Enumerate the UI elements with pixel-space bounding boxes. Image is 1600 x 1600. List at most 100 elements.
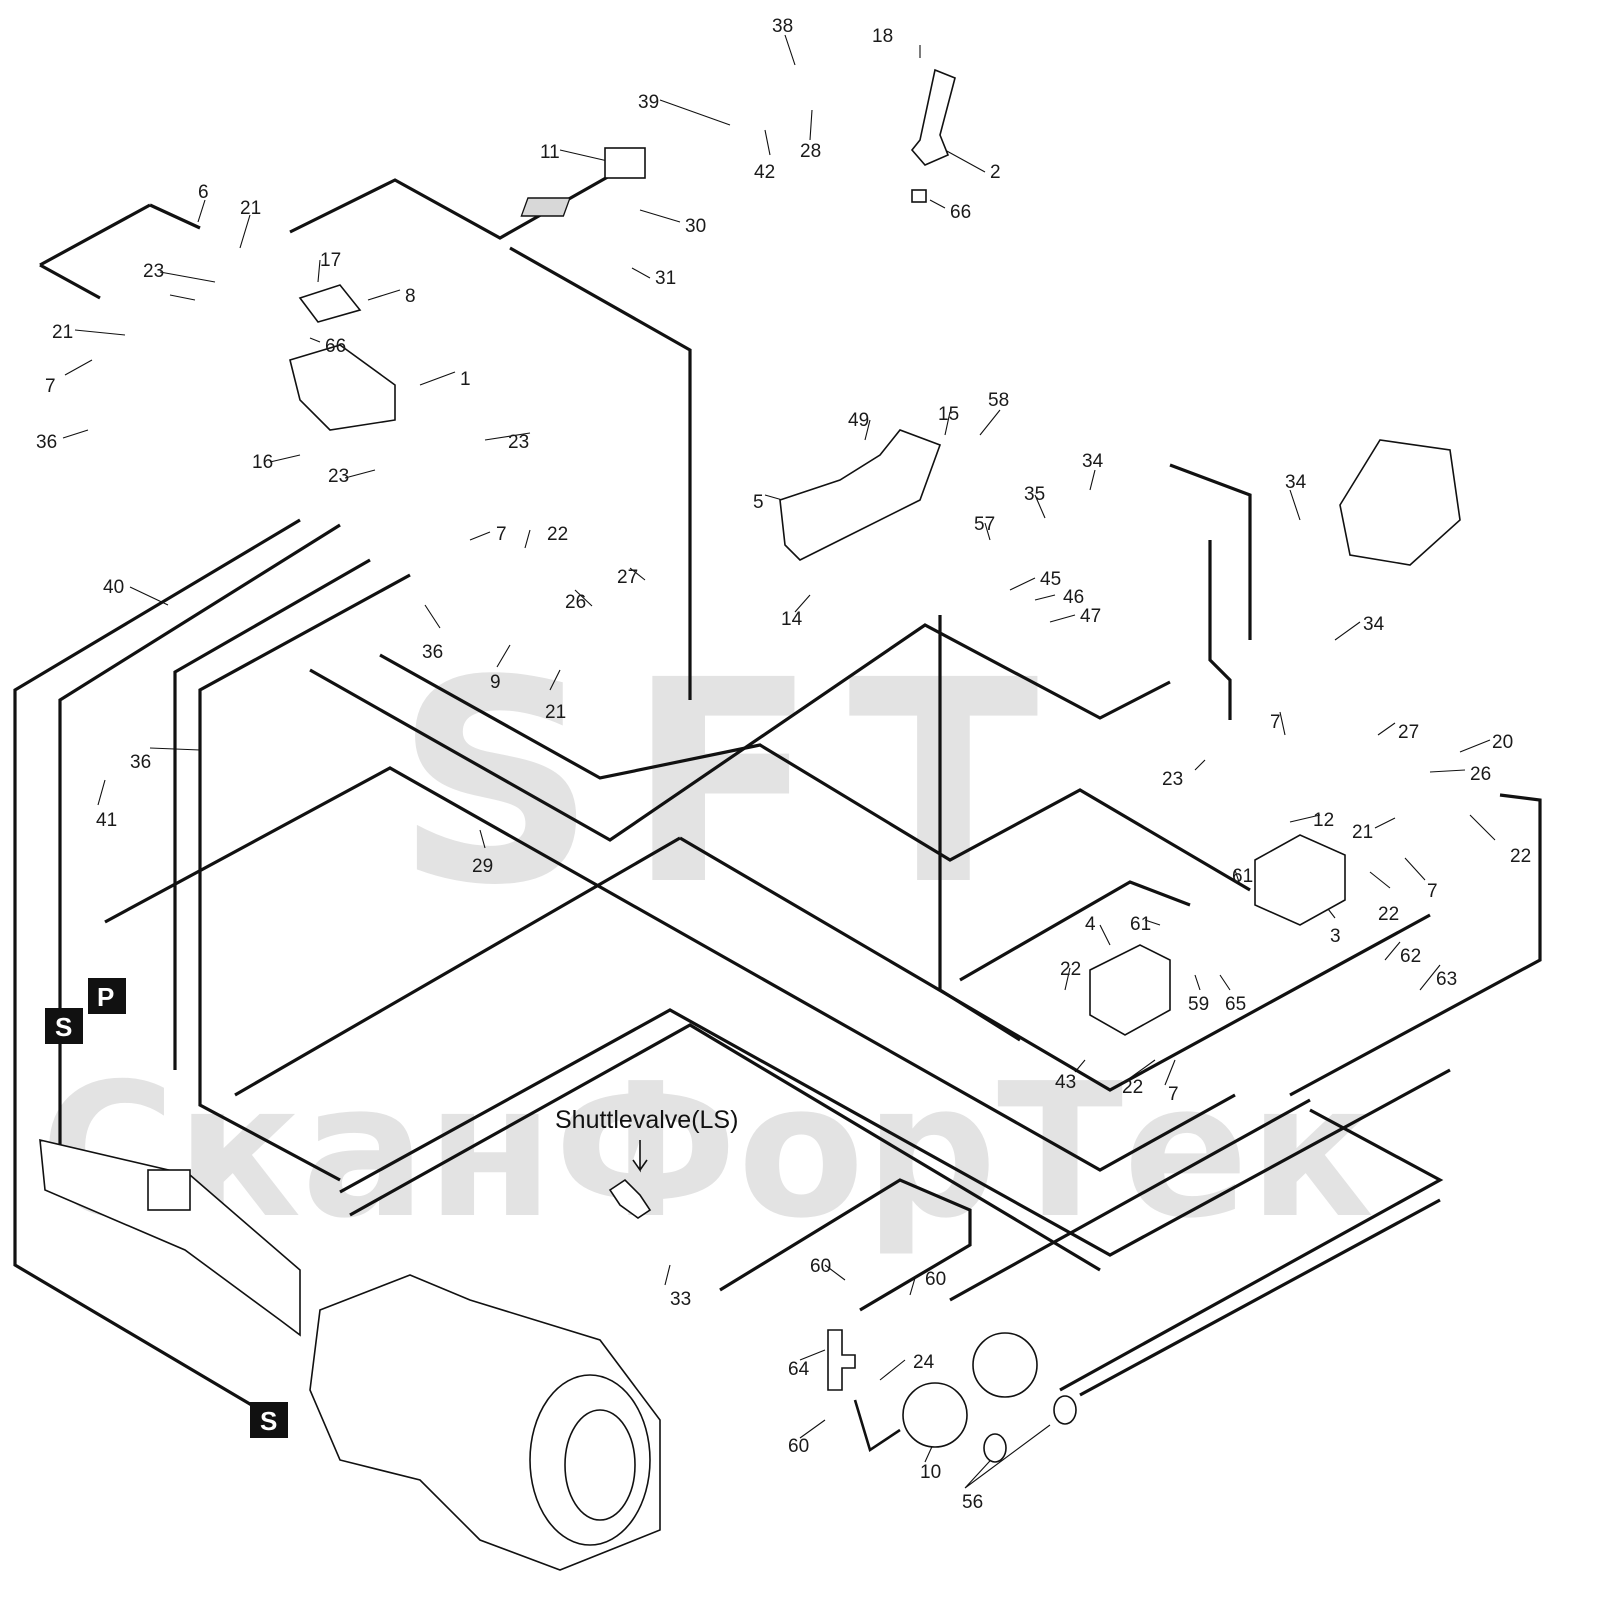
callout: 58 [988,390,1009,411]
callout: 23 [1162,769,1183,790]
callout: 40 [103,577,124,598]
callout: 42 [754,162,775,183]
valve-block-4 [1089,944,1171,1036]
callout: 59 [1188,994,1209,1015]
hose-lower-1 [234,836,1431,1097]
callout: 7 [45,376,56,397]
watermark-brand: SFT [395,621,1069,947]
axle-hub-inner [564,1409,636,1521]
hose-60 [949,1098,1441,1397]
callouts: 38 18 39 11 42 28 2 66 30 31 6 21 23 17 … [36,16,1531,1513]
callout: 24 [913,1352,935,1373]
callout: 2 [990,162,1001,183]
callout: 7 [1427,881,1438,902]
bracket-5 [779,429,942,561]
leader-lines [62,34,1496,1489]
callout: 49 [848,410,869,431]
hose-right-3 [1289,793,1542,1097]
port-tag-s-upper-label: S [55,1012,72,1042]
callout: 22 [1510,846,1531,867]
callout: 22 [547,524,568,545]
callout: 9 [490,672,501,693]
accumulator-10-a [902,1382,968,1448]
callout: 46 [1063,587,1084,608]
callout: 21 [52,322,73,343]
callout: 60 [788,1436,809,1457]
lever-2 [910,68,956,166]
callout: 14 [781,609,803,630]
callout: 66 [325,336,346,357]
callout: 22 [1378,904,1399,925]
callout: 33 [670,1289,691,1310]
callout: 29 [472,856,493,877]
callout: 22 [1122,1077,1143,1098]
control-module [1339,439,1461,566]
callout: 41 [96,810,117,831]
hose-29 [104,766,1236,1172]
callout: 66 [950,202,971,223]
callout: 34 [1363,614,1385,635]
port-tag-p [88,978,126,1014]
port-tags: S P S [45,978,288,1438]
callout: 1 [460,369,471,390]
callout: 35 [1024,484,1045,505]
callout: 16 [252,452,273,473]
valve-block-3 [1254,834,1346,926]
callout: 21 [1352,822,1373,843]
callout: 30 [685,216,706,237]
watermark: SFT СканФорТек [40,621,1374,1259]
callout: 10 [920,1462,941,1483]
hose-accumulator [853,1399,901,1453]
block-11 [604,147,646,179]
callout: 38 [772,16,793,37]
callout: 45 [1040,569,1061,590]
callout: 34 [1082,451,1104,472]
hose-lower-3 [349,1023,1444,1392]
hose-lines [13,168,1542,1453]
hose-mid-1 [309,623,1171,842]
callout: 23 [328,466,349,487]
callout: 47 [1080,606,1101,627]
hose-mid-2 [379,653,1251,892]
callout: 7 [1270,712,1281,733]
block-s-p [147,1169,191,1211]
callout: 22 [1060,959,1081,980]
callout: 26 [565,592,586,613]
shuttle-arrow [632,1140,648,1173]
accumulator-10-b [972,1332,1038,1398]
callout: 23 [143,261,164,282]
callout: 20 [1492,732,1513,753]
hose-36-b [198,573,411,1182]
callout: 5 [753,492,764,513]
hose-right-2 [959,540,1232,982]
hose-33 [719,1178,972,1312]
hose-top-loop [39,168,692,700]
callout: 28 [800,141,821,162]
callout: 63 [1436,969,1457,990]
callout: 60 [925,1269,946,1290]
pedal-valve-1 [289,344,396,431]
callout: 4 [1085,914,1096,935]
callout: 15 [938,404,959,425]
port-tag-s-upper [45,1008,83,1044]
callout: 61 [1232,866,1253,887]
port-tag-s-lower [250,1402,288,1438]
callout: 17 [320,250,341,271]
callout: 64 [788,1359,810,1380]
callout: 36 [130,752,151,773]
callout: 8 [405,286,416,307]
plate-30 [520,197,571,217]
callout: 36 [422,642,443,663]
callout: 26 [1470,764,1491,785]
callout: 7 [1168,1084,1179,1105]
hose-right-1 [938,463,1252,1042]
components [39,68,1461,1571]
tee-64 [827,1329,856,1391]
mount-66-top [911,189,927,203]
callout: 56 [962,1492,983,1513]
callout: 31 [655,268,676,289]
callout: 34 [1285,472,1307,493]
callout: 3 [1330,926,1341,947]
seal-56-b [1053,1395,1077,1425]
